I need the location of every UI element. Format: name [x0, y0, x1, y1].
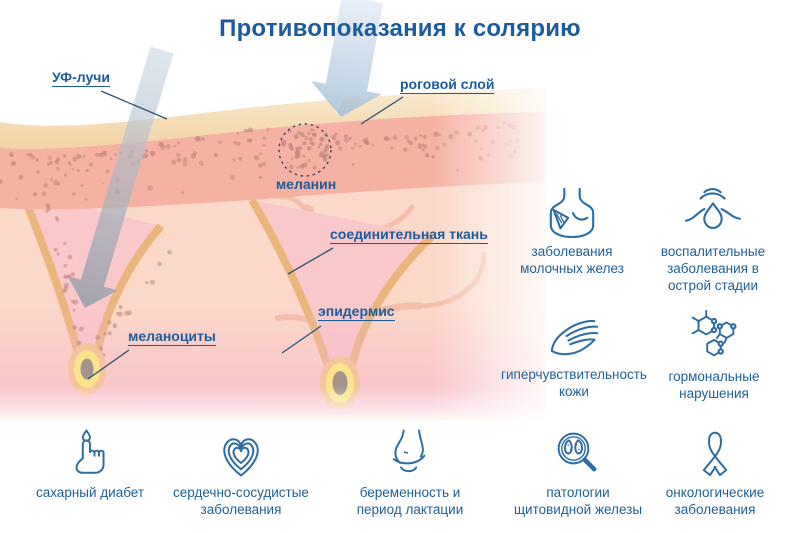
page-title: Противопоказания к солярию	[219, 15, 581, 42]
caption-line: сахарный диабет	[35, 485, 145, 500]
label-melanin: меланин	[275, 176, 337, 192]
uv-ray-arrow-main	[311, 0, 384, 117]
caption-line: беременность и	[359, 485, 461, 500]
contraindication-oncology: онкологические заболевания	[630, 427, 800, 518]
caption-line: заболевания	[674, 502, 756, 517]
fade-right	[430, 70, 570, 440]
contraindication-breast-diseases: заболевания молочных желез	[487, 186, 657, 277]
label-melanocytes: меланоциты	[128, 328, 216, 346]
caption-line: период лактации	[356, 502, 464, 517]
label-uv-rays: УФ-лучи	[52, 69, 111, 87]
label-connective-tissue: соединительная ткань	[330, 226, 488, 244]
caption-line: воспалительные	[660, 244, 766, 259]
caption-line: острой стадии	[668, 278, 758, 293]
epidermis-layer	[0, 112, 545, 210]
caption-line: нарушения	[679, 386, 749, 401]
label-epidermis: эпидермис	[318, 303, 395, 321]
contraindication-acute-inflammation: воспалительные заболевания в острой стад…	[628, 186, 798, 294]
inflammation-icon	[684, 187, 742, 229]
melanin-dotted-circle	[278, 123, 332, 177]
caption-line: заболевания	[200, 502, 282, 517]
contraindication-cardiovascular: сердечно-сосудистые заболевания	[156, 427, 326, 518]
diabetes-icon	[75, 429, 105, 474]
thyroid-icon	[557, 432, 597, 472]
contraindication-pregnancy: беременность и период лактации	[325, 427, 495, 518]
label-stratum-corneum: роговой слой	[400, 76, 495, 94]
hormone-molecule-icon	[691, 309, 737, 357]
caption-line: гиперчувствительность	[501, 367, 647, 382]
caption-line: молочных желез	[520, 261, 624, 276]
caption-line: заболевания	[531, 244, 613, 259]
breast-exam-icon	[549, 187, 595, 238]
caption-line: онкологические	[665, 485, 765, 500]
caption-line: кожи	[558, 384, 589, 399]
skin-hypersensitivity-icon	[550, 320, 599, 356]
pregnancy-icon	[392, 429, 426, 473]
contraindication-diabetes: сахарный диабет	[5, 427, 175, 501]
caption-line: патологии	[546, 485, 610, 500]
fade-bottom	[0, 385, 560, 433]
uv-ray-arrow-deep	[67, 46, 174, 308]
cardio-icon	[223, 438, 259, 477]
follicle-left	[68, 343, 106, 395]
contraindication-thyroid: патологии щитовидной железы	[493, 427, 663, 518]
label-pointer-lines	[87, 90, 404, 380]
caption-line: гормональные	[668, 369, 760, 384]
oncology-icon	[702, 431, 728, 477]
caption-line: щитовидной железы	[513, 502, 643, 517]
caption-line: заболевания в	[667, 261, 759, 276]
caption-line: сердечно-сосудистые	[173, 485, 309, 500]
contraindication-skin-hypersensitivity: гиперчувствительность кожи	[489, 311, 659, 400]
contraindication-hormonal-disorders: гормональные нарушения	[629, 309, 799, 402]
